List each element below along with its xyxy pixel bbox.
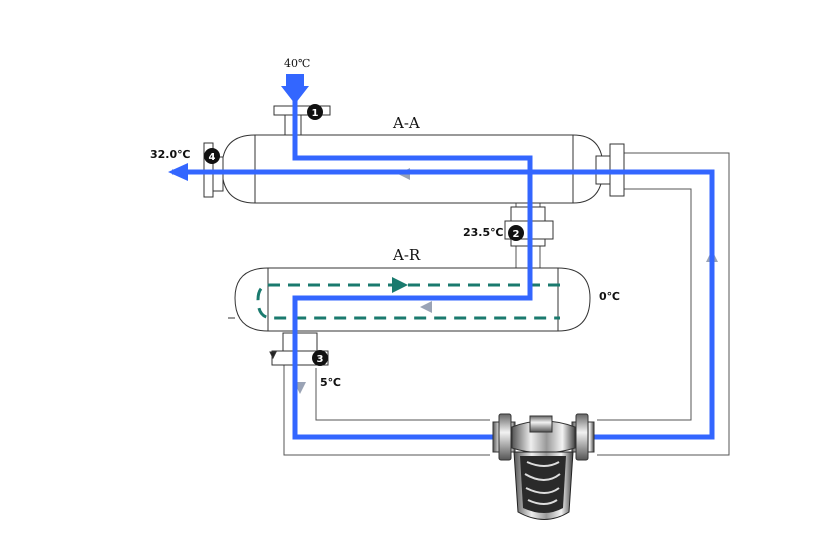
lower-vessel-label: A-R bbox=[392, 246, 421, 264]
inlet-temperature: 40℃ bbox=[284, 57, 310, 70]
outlet-temperature: 32.0℃ bbox=[150, 148, 190, 161]
point-marker-1-label: 1 bbox=[312, 108, 319, 119]
point-marker-2-label: 2 bbox=[513, 229, 520, 240]
inlet-arrow-icon bbox=[281, 74, 309, 104]
strainer-icon bbox=[492, 413, 595, 520]
point-marker-2: 2 bbox=[508, 225, 524, 241]
internal-loop bbox=[256, 277, 560, 320]
bottom-temperature: 5℃ bbox=[320, 376, 341, 389]
mid-temperature: 23.5℃ bbox=[463, 226, 503, 239]
point-marker-4-label: 4 bbox=[209, 152, 216, 163]
point-marker-3-label: 3 bbox=[317, 354, 324, 365]
point-marker-4: 4 bbox=[204, 148, 220, 164]
point-marker-1: 1 bbox=[307, 104, 323, 120]
lower-shell-temperature: 0℃ bbox=[599, 290, 620, 303]
point-marker-3: 3 bbox=[312, 350, 328, 366]
upper-vessel-label: A-A bbox=[392, 114, 420, 132]
loop-arrow-icon bbox=[392, 277, 408, 293]
main-flow bbox=[168, 74, 715, 440]
